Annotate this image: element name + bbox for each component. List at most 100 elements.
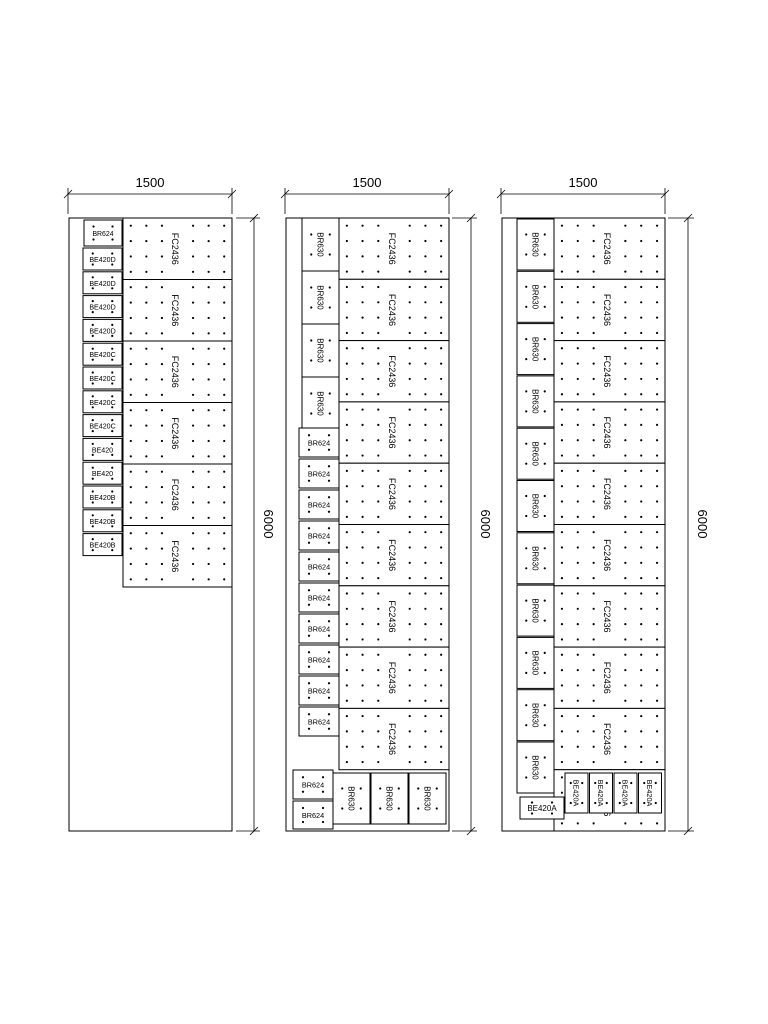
- small-panel: BR630: [516, 270, 555, 323]
- hole-dot: [640, 331, 643, 335]
- hole-dot: [223, 409, 226, 412]
- hole-dot: [377, 607, 380, 610]
- hole-dot: [569, 801, 572, 805]
- hole-dot: [594, 801, 597, 805]
- hole-dot: [640, 469, 643, 472]
- hole-dot: [345, 623, 348, 626]
- hole-dot: [191, 224, 195, 227]
- hole-dot: [576, 224, 579, 227]
- hole-dot: [327, 665, 331, 668]
- hole-dot: [207, 532, 210, 535]
- hole-dot: [111, 323, 114, 326]
- hole-dot: [111, 347, 114, 350]
- hole-dot: [408, 469, 411, 472]
- fc-slab-outline: [553, 278, 666, 342]
- hole-dot: [624, 485, 627, 488]
- small-panel: BR630: [516, 636, 555, 689]
- hole-dot: [655, 485, 659, 488]
- hole-dot: [440, 393, 443, 396]
- hole-dot: [191, 562, 195, 566]
- hole-dot: [397, 807, 400, 810]
- hole-dot: [640, 730, 643, 733]
- hole-dot: [424, 224, 427, 227]
- fc-slab-label: FC2436: [170, 294, 180, 326]
- small-panel-outline: [83, 219, 123, 247]
- hole-dot: [543, 651, 546, 655]
- hole-dot: [424, 377, 427, 381]
- fc-slab: FC2436: [338, 707, 450, 771]
- hole-dot: [361, 331, 364, 335]
- small-panel-label: BE420B: [90, 542, 116, 550]
- hole-dot: [592, 347, 595, 350]
- hole-dot: [525, 724, 528, 727]
- hole-dot: [592, 423, 595, 426]
- hole-dot: [160, 378, 164, 381]
- fc-slab-label: FC2436: [387, 478, 397, 510]
- hole-dot: [440, 454, 443, 457]
- small-panel-outline: [516, 689, 555, 742]
- hole-dot: [160, 501, 164, 504]
- hole-dot: [655, 653, 659, 656]
- hole-dot: [655, 546, 659, 549]
- hole-dot: [91, 287, 94, 290]
- hole-dot: [624, 577, 627, 580]
- small-panel-label: BR624: [308, 718, 330, 727]
- fc-slab: FC2436: [338, 217, 450, 280]
- hole-dot: [361, 408, 364, 411]
- hole-dot: [223, 562, 226, 566]
- hole-dot: [129, 316, 132, 320]
- fc-slab-outline: [553, 524, 666, 587]
- hole-dot: [361, 515, 364, 518]
- fc-slab-outline: [122, 217, 233, 280]
- small-panel-outline: [516, 532, 555, 585]
- hole-dot: [569, 781, 572, 785]
- hole-dot: [624, 607, 627, 610]
- hole-dot: [624, 714, 627, 718]
- hole-dot: [145, 270, 148, 273]
- hole-dot: [624, 255, 627, 258]
- hole-dot: [310, 359, 313, 362]
- hole-dot: [223, 485, 226, 489]
- hole-dot: [307, 727, 311, 730]
- hole-dot: [424, 638, 427, 641]
- hole-dot: [207, 347, 210, 350]
- hole-dot: [345, 684, 348, 687]
- hole-dot: [223, 239, 226, 243]
- hole-dot: [408, 745, 411, 748]
- small-panel: BR630: [301, 217, 340, 272]
- hole-dot: [525, 776, 528, 779]
- hole-dot: [640, 577, 643, 580]
- hole-dot: [377, 699, 380, 702]
- hole-dot: [424, 577, 427, 580]
- hole-dot: [560, 531, 564, 534]
- hole-dot: [377, 331, 380, 335]
- fc-slab: FC2436: [122, 340, 233, 403]
- hole-dot: [310, 392, 313, 395]
- hole-dot: [655, 362, 659, 365]
- small-panel-label: BE420C: [89, 423, 115, 431]
- hole-dot: [129, 270, 132, 273]
- hole-dot: [129, 255, 132, 258]
- hole-dot: [440, 485, 443, 488]
- hole-dot: [643, 801, 646, 805]
- small-panel: BE420A: [564, 772, 589, 814]
- small-panel-outline: [516, 375, 555, 428]
- hole-dot: [525, 305, 528, 308]
- hole-dot: [328, 286, 331, 289]
- small-panel-outline: [298, 427, 340, 458]
- hole-dot: [592, 454, 595, 457]
- hole-dot: [207, 393, 210, 396]
- hole-dot: [576, 638, 579, 641]
- fc-slab: FC2436: [122, 217, 233, 280]
- hole-dot: [655, 561, 659, 564]
- hole-dot: [592, 684, 595, 687]
- hole-dot: [321, 806, 325, 810]
- hole-dot: [379, 807, 382, 810]
- hole-dot: [624, 331, 627, 335]
- hole-dot: [640, 653, 643, 656]
- hole-dot: [129, 347, 132, 350]
- hole-dot: [377, 393, 380, 396]
- hole-dot: [345, 668, 348, 672]
- hole-dot: [624, 500, 627, 503]
- hole-dot: [328, 359, 331, 362]
